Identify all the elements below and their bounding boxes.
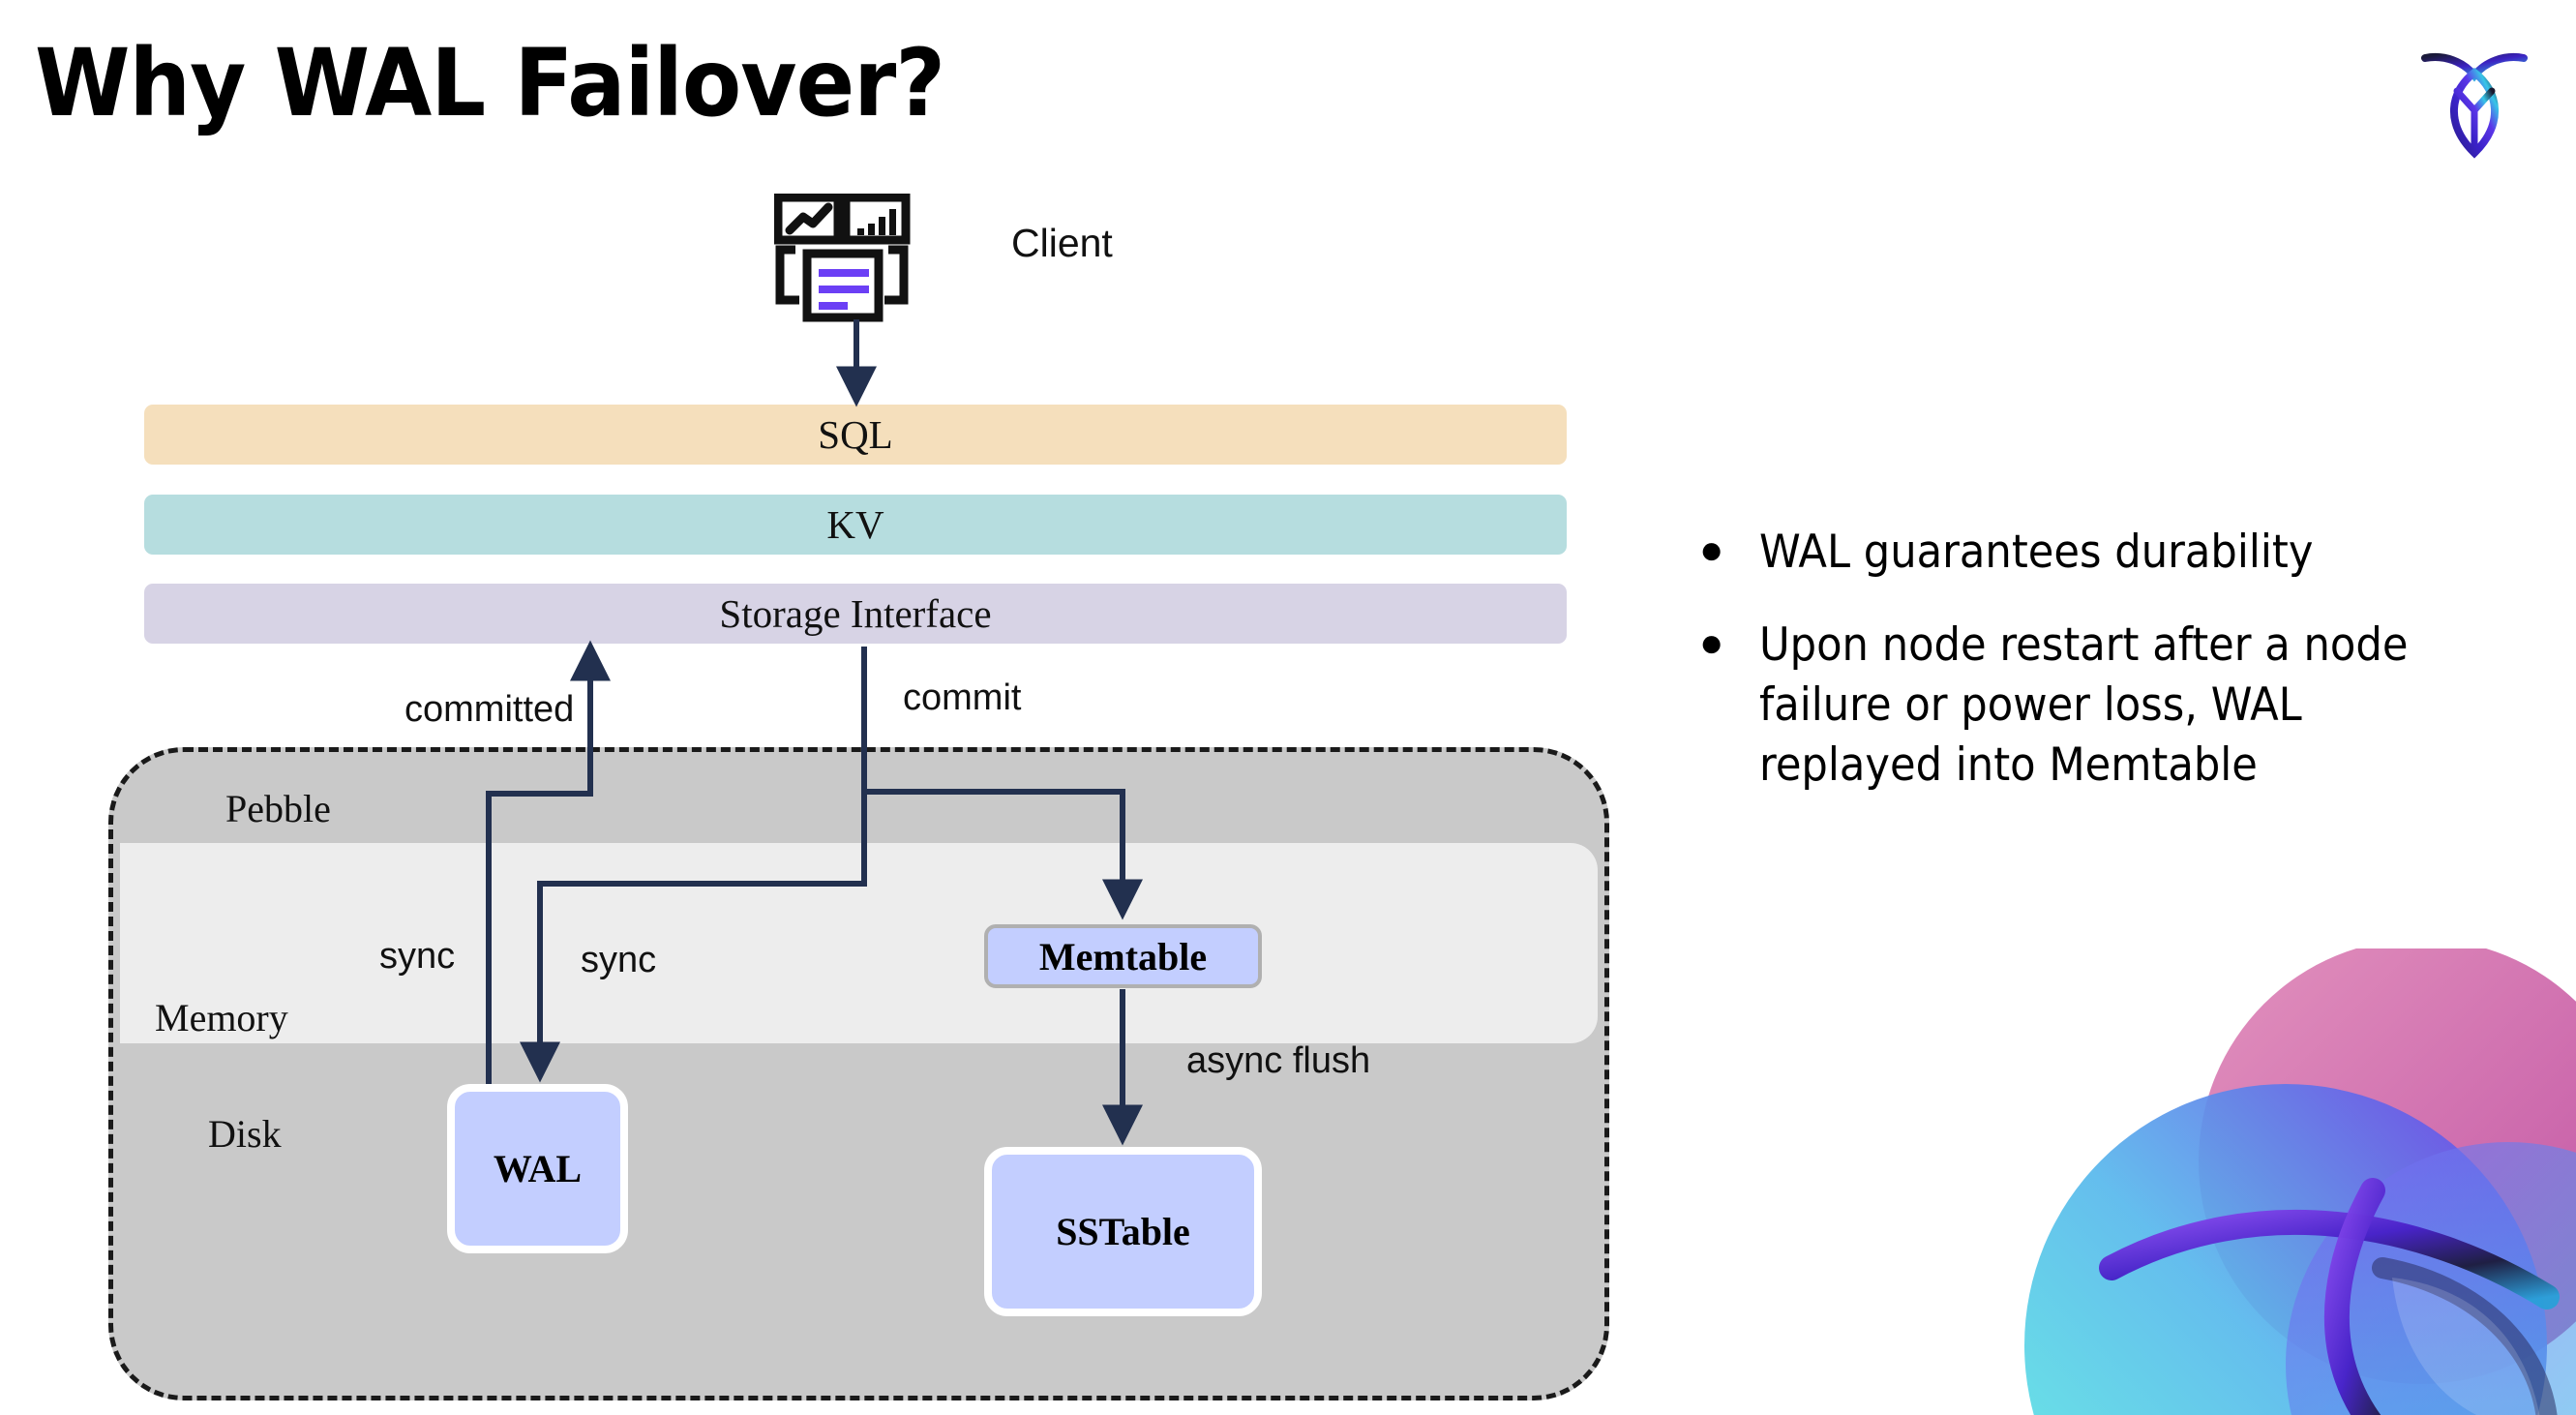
layer-bar-sql-label: SQL	[818, 412, 893, 457]
layer-bar-sql: SQL	[144, 405, 1567, 465]
edge-label-async-flush: async flush	[1186, 1040, 1371, 1081]
layer-bar-kv-label: KV	[826, 502, 884, 547]
pebble-label: Pebble	[225, 787, 331, 830]
bullet-marker-icon: ●	[1699, 619, 1724, 666]
edge-label-sync-right: sync	[581, 940, 657, 980]
node-wal: WAL	[447, 1084, 628, 1253]
memory-zone	[120, 843, 1598, 1043]
memory-zone-label: Memory	[155, 996, 288, 1039]
edge-label-committed: committed	[404, 689, 575, 730]
layer-bar-kv: KV	[144, 495, 1567, 555]
list-item: ● WAL guarantees durability	[1699, 523, 2541, 583]
client-label: Client	[1011, 221, 1113, 265]
bullet-list: ● WAL guarantees durability ● Upon node …	[1699, 523, 2541, 828]
bullet-text: Upon node restart after a node failure o…	[1759, 618, 2409, 793]
client-dashboard-icon	[773, 193, 929, 329]
disk-zone-label: Disk	[208, 1112, 282, 1156]
bullet-text: WAL guarantees durability	[1759, 526, 2314, 579]
list-item: ● Upon node restart after a node failure…	[1699, 616, 2541, 796]
page-title: Why WAL Failover?	[35, 29, 945, 137]
edge-label-sync-left: sync	[379, 936, 456, 977]
node-memtable: Memtable	[984, 924, 1262, 988]
edge-label-commit: commit	[903, 677, 1022, 718]
layer-bar-storage-interface-label: Storage Interface	[719, 591, 992, 636]
node-wal-label: WAL	[493, 1147, 583, 1190]
node-sstable-label: SSTable	[1056, 1210, 1190, 1253]
node-memtable-label: Memtable	[1038, 934, 1208, 978]
node-sstable: SSTable	[984, 1147, 1262, 1316]
cockroachdb-logo	[2411, 41, 2537, 176]
layer-bar-storage-interface: Storage Interface	[144, 584, 1567, 644]
bullet-marker-icon: ●	[1699, 527, 1724, 572]
decorative-brand-artwork	[1966, 939, 2576, 1415]
